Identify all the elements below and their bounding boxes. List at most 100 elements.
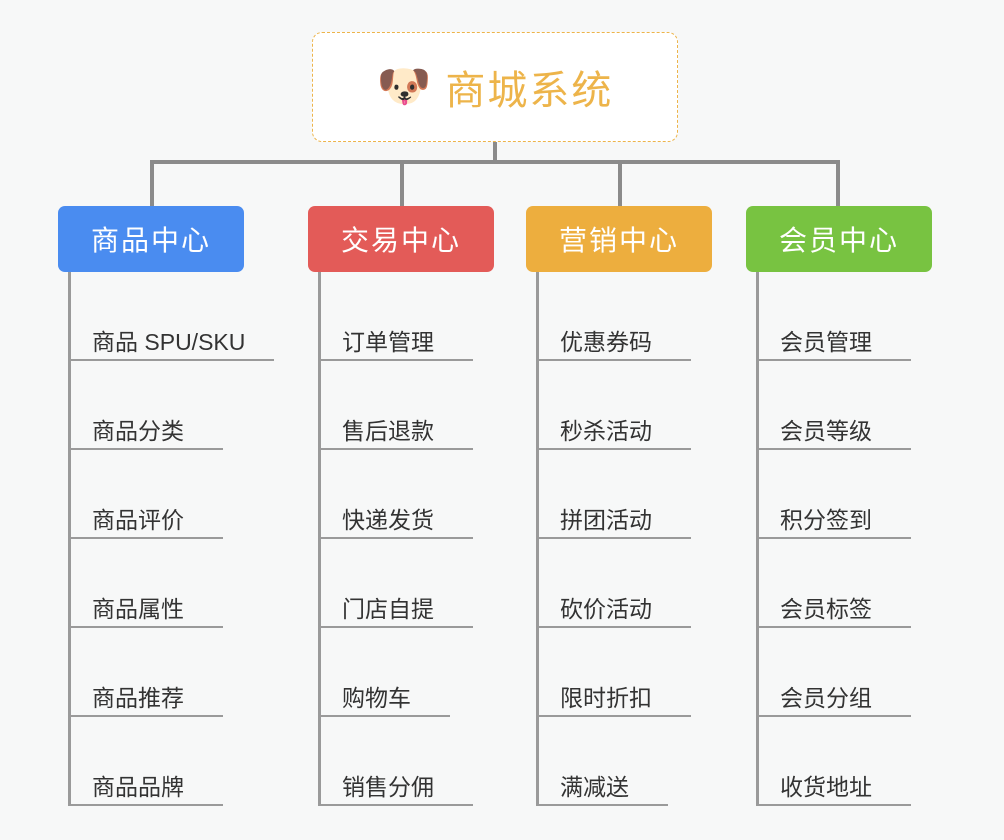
- leaf-item[interactable]: 订单管理: [308, 272, 494, 361]
- branch-drop-connector-2: [400, 160, 404, 206]
- leaf-item-label: 满减送: [560, 773, 629, 800]
- leaf-item-label: 会员管理: [780, 328, 872, 355]
- leaf-item[interactable]: 收货地址: [746, 717, 932, 806]
- leaf-rule: [68, 359, 274, 361]
- leaf-item-label: 售后退款: [342, 417, 434, 444]
- root-title: 商城系统: [445, 69, 614, 113]
- branch-header-label: 会员中心: [778, 225, 899, 256]
- leaf-spine: [756, 272, 759, 806]
- branch-header-label: 商品中心: [90, 225, 211, 256]
- leaf-spine: [318, 272, 321, 806]
- leaf-item-label: 砍价活动: [560, 595, 652, 622]
- leaf-rule: [536, 626, 691, 628]
- leaf-item[interactable]: 商品 SPU/SKU: [58, 272, 274, 361]
- branch-header-会员中心[interactable]: 会员中心: [746, 206, 932, 272]
- leaf-item[interactable]: 商品属性: [58, 539, 244, 628]
- leaf-item-label: 收货地址: [780, 773, 872, 800]
- root-node[interactable]: 🐶 商城系统: [312, 32, 678, 142]
- leaf-rule: [756, 537, 911, 539]
- leaf-rule: [536, 448, 691, 450]
- leaf-list: 商品 SPU/SKU 商品分类 商品评价 商品属性 商品推荐 商品品牌: [58, 272, 274, 806]
- branch-drop-connector-4: [836, 160, 840, 206]
- branch-header-营销中心[interactable]: 营销中心: [526, 206, 712, 272]
- leaf-rule: [756, 715, 911, 717]
- leaf-item[interactable]: 积分签到: [746, 450, 932, 539]
- leaf-list: 订单管理 售后退款 快递发货 门店自提 购物车 销售分佣: [308, 272, 494, 806]
- leaf-item-label: 会员分组: [780, 684, 872, 711]
- leaf-item[interactable]: 快递发货: [308, 450, 494, 539]
- leaf-item-label: 快递发货: [342, 506, 434, 533]
- leaf-item-label: 会员标签: [780, 595, 872, 622]
- leaf-item-label: 订单管理: [342, 328, 434, 355]
- leaf-rule: [68, 448, 223, 450]
- leaf-item[interactable]: 商品评价: [58, 450, 244, 539]
- leaf-item[interactable]: 销售分佣: [308, 717, 494, 806]
- leaf-rule: [318, 537, 473, 539]
- leaf-rule: [756, 804, 911, 806]
- leaf-item-label: 购物车: [342, 684, 411, 711]
- leaf-item[interactable]: 优惠券码: [526, 272, 712, 361]
- leaf-item-label: 商品推荐: [92, 684, 184, 711]
- leaf-rule: [756, 448, 911, 450]
- branch-header-交易中心[interactable]: 交易中心: [308, 206, 494, 272]
- branch-drop-connector-1: [150, 160, 154, 206]
- branch-column: 交易中心 订单管理 售后退款 快递发货 门店自提 购物车: [308, 206, 494, 806]
- branch-column: 营销中心 优惠券码 秒杀活动 拼团活动 砍价活动 限时折扣: [526, 206, 712, 806]
- branch-header-label: 营销中心: [558, 225, 679, 256]
- leaf-rule: [536, 715, 691, 717]
- leaf-item[interactable]: 砍价活动: [526, 539, 712, 628]
- branch-column: 商品中心 商品 SPU/SKU 商品分类 商品评价 商品属性 商品推荐: [58, 206, 274, 806]
- leaf-list: 优惠券码 秒杀活动 拼团活动 砍价活动 限时折扣 满减送: [526, 272, 712, 806]
- branch-bus-connector: [150, 160, 840, 164]
- leaf-item[interactable]: 商品品牌: [58, 717, 244, 806]
- leaf-spine: [68, 272, 71, 806]
- leaf-rule: [536, 537, 691, 539]
- branch-header-label: 交易中心: [340, 225, 461, 256]
- leaf-item[interactable]: 秒杀活动: [526, 361, 712, 450]
- leaf-rule: [68, 804, 223, 806]
- leaf-rule: [318, 715, 450, 717]
- leaf-item[interactable]: 限时折扣: [526, 628, 712, 717]
- leaf-rule: [318, 804, 473, 806]
- leaf-item-label: 销售分佣: [342, 773, 434, 800]
- leaf-item[interactable]: 会员等级: [746, 361, 932, 450]
- leaf-item[interactable]: 商品分类: [58, 361, 244, 450]
- leaf-item-label: 商品属性: [92, 595, 184, 622]
- branch-header-商品中心[interactable]: 商品中心: [58, 206, 244, 272]
- shiba-dog-icon: 🐶: [376, 62, 432, 111]
- leaf-item-label: 门店自提: [342, 595, 434, 622]
- branch-column: 会员中心 会员管理 会员等级 积分签到 会员标签 会员分组: [746, 206, 932, 806]
- leaf-item[interactable]: 商品推荐: [58, 628, 244, 717]
- leaf-item[interactable]: 门店自提: [308, 539, 494, 628]
- leaf-rule: [318, 359, 473, 361]
- leaf-item[interactable]: 会员管理: [746, 272, 932, 361]
- branch-drop-connector-3: [618, 160, 622, 206]
- leaf-item[interactable]: 购物车: [308, 628, 494, 717]
- leaf-rule: [756, 626, 911, 628]
- leaf-item-label: 商品 SPU/SKU: [92, 328, 246, 355]
- leaf-rule: [536, 359, 691, 361]
- leaf-list: 会员管理 会员等级 积分签到 会员标签 会员分组 收货地址: [746, 272, 932, 806]
- leaf-rule: [68, 626, 223, 628]
- leaf-rule: [536, 804, 668, 806]
- leaf-item[interactable]: 会员分组: [746, 628, 932, 717]
- leaf-item-label: 秒杀活动: [560, 417, 652, 444]
- leaf-item-label: 商品评价: [92, 506, 184, 533]
- leaf-item-label: 会员等级: [780, 417, 872, 444]
- leaf-item-label: 商品分类: [92, 417, 184, 444]
- leaf-item[interactable]: 会员标签: [746, 539, 932, 628]
- leaf-spine: [536, 272, 539, 806]
- leaf-item[interactable]: 满减送: [526, 717, 712, 806]
- leaf-rule: [756, 359, 911, 361]
- leaf-item-label: 拼团活动: [560, 506, 652, 533]
- leaf-rule: [318, 448, 473, 450]
- leaf-item-label: 优惠券码: [560, 328, 652, 355]
- leaf-item-label: 商品品牌: [92, 773, 184, 800]
- leaf-item[interactable]: 拼团活动: [526, 450, 712, 539]
- leaf-rule: [318, 626, 473, 628]
- root-stem-connector: [493, 142, 497, 163]
- leaf-item-label: 积分签到: [780, 506, 872, 533]
- leaf-rule: [68, 715, 223, 717]
- leaf-item[interactable]: 售后退款: [308, 361, 494, 450]
